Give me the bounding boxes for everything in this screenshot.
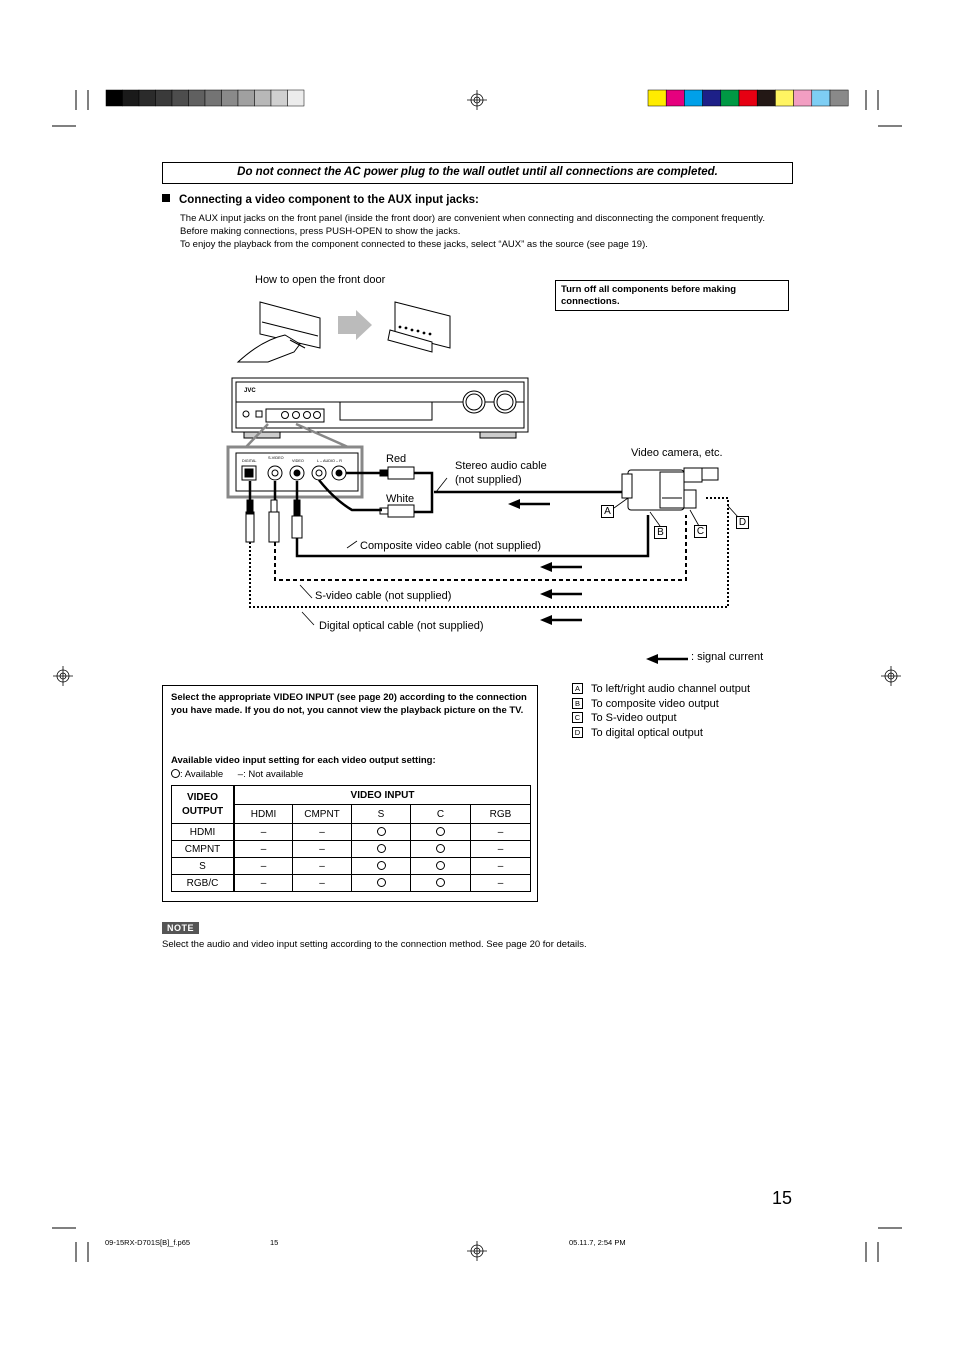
brand-logo: JVC — [244, 388, 256, 394]
table-cell: – — [470, 857, 531, 875]
table-col-header: HDMI — [233, 804, 293, 824]
table-cell: – — [233, 840, 293, 858]
table-cell — [410, 857, 471, 875]
table-cell: – — [292, 840, 352, 858]
svideo-cable-label: S-video cable (not supplied) — [315, 590, 452, 602]
plug-white-label: White — [386, 493, 415, 505]
table-row: RGB/C––– — [171, 874, 531, 892]
warning-banner: Do not connect the AC power plug to the … — [162, 162, 793, 184]
stereo-cable-line1: Stereo audio cable — [455, 460, 547, 472]
table-row: HDMI––– — [171, 823, 531, 841]
section-body: The AUX input jacks on the front panel (… — [180, 212, 790, 251]
available-circle-icon — [376, 826, 386, 836]
available-circle-icon — [376, 877, 386, 887]
marker-c: C — [694, 525, 707, 538]
section-heading-text: Connecting a video component to the AUX … — [179, 194, 479, 206]
available-circle-icon — [376, 843, 386, 853]
table-cell: – — [470, 874, 531, 892]
connection-diagram: JVC DIGITAL S-VIDEO VIDEO L – AUDIO – R — [226, 301, 739, 664]
footer-timestamp: 05.11.7, 2:54 PM — [569, 1238, 626, 1247]
signal-arrows — [508, 499, 688, 664]
table-cell: – — [292, 857, 352, 875]
video-input-table: VIDEO OUTPUT VIDEO INPUT HDMI CMPNT S C … — [171, 785, 531, 892]
panel-instruction: Select the appropriate VIDEO INPUT (see … — [171, 692, 527, 716]
body-paragraph: To enjoy the playback from the component… — [180, 239, 648, 250]
jack-label-video: VIDEO — [292, 459, 304, 463]
table-cell — [351, 823, 411, 841]
table-cell — [351, 874, 411, 892]
marker-a: A — [601, 505, 614, 518]
table-cell — [410, 840, 471, 858]
jack-label-audio: L – AUDIO – R — [317, 459, 342, 463]
available-circle-icon — [376, 860, 386, 870]
body-paragraph: Before making connections, press PUSH-OP… — [180, 226, 461, 237]
panel-table-title: Available video input setting for each v… — [171, 755, 436, 766]
table-cell: – — [470, 823, 531, 841]
table-cell: – — [233, 857, 293, 875]
table-col-header: S — [351, 804, 411, 824]
turn-off-notice: Turn off all components before making co… — [555, 280, 789, 311]
available-circle-icon — [171, 769, 180, 778]
table-col-header: RGB — [470, 804, 531, 824]
front-door-caption: How to open the front door — [255, 274, 386, 286]
table-row: S––– — [171, 857, 531, 875]
table-cell: – — [292, 823, 352, 841]
video-camera-illustration — [621, 467, 719, 511]
table-cell: – — [470, 840, 531, 858]
table-cell — [351, 857, 411, 875]
footer-page: 15 — [270, 1238, 279, 1247]
available-circle-icon — [436, 877, 445, 887]
camera-label: Video camera, etc. — [631, 447, 723, 459]
front-door-illustration — [236, 301, 451, 363]
marker-d: D — [736, 516, 749, 529]
stereo-cable-line2: (not supplied) — [455, 474, 522, 486]
page-number: 15 — [772, 1188, 793, 1208]
table-col-header: C — [410, 804, 471, 824]
jack-label-digital: DIGITAL — [242, 459, 257, 463]
color-swatch — [287, 89, 305, 107]
table-cell — [410, 874, 471, 892]
table-cell: – — [292, 874, 352, 892]
stereo-cable-label: Stereo audio cable (not supplied) — [455, 459, 547, 487]
color-swatch — [829, 89, 849, 107]
table-col-group: VIDEO INPUT — [233, 785, 531, 805]
table-row-label: HDMI — [171, 823, 235, 841]
plug-red-label: Red — [386, 453, 407, 465]
available-circle-icon — [436, 826, 445, 836]
available-circle-icon — [436, 843, 445, 853]
note-text: Select the audio and video input setting… — [162, 939, 587, 950]
bullet-square-icon — [162, 194, 170, 202]
section-heading: Connecting a video component to the AUX … — [162, 194, 479, 206]
table-row-label: RGB/C — [171, 874, 235, 892]
availability-key: : Available –: Not available — [171, 769, 303, 780]
note-badge: NOTE — [162, 922, 200, 934]
table-row-label: CMPNT — [171, 840, 235, 858]
available-circle-icon — [436, 860, 445, 870]
aux-jack-panel — [226, 445, 364, 499]
table-row: CMPNT––– — [171, 840, 531, 858]
table-cell — [410, 823, 471, 841]
body-paragraph: The AUX input jacks on the front panel (… — [180, 213, 765, 224]
footer-file: 09-15RX-D701S[B]_f.p65 — [105, 1238, 191, 1247]
table-col-header: CMPNT — [292, 804, 352, 824]
table-row-label: S — [171, 857, 235, 875]
optical-cable-label: Digital optical cable (not supplied) — [319, 620, 484, 632]
table-row-header: VIDEO OUTPUT — [171, 785, 235, 824]
signal-current-legend: : signal current — [691, 651, 764, 663]
marker-b: B — [654, 526, 667, 539]
table-cell — [351, 840, 411, 858]
video-input-panel: Select the appropriate VIDEO INPUT (see … — [162, 685, 538, 902]
table-cell: – — [233, 823, 293, 841]
jack-label-svideo: S-VIDEO — [268, 456, 284, 460]
composite-cable-label: Composite video cable (not supplied) — [360, 540, 541, 552]
receiver-unit — [231, 377, 529, 439]
table-cell: – — [233, 874, 293, 892]
